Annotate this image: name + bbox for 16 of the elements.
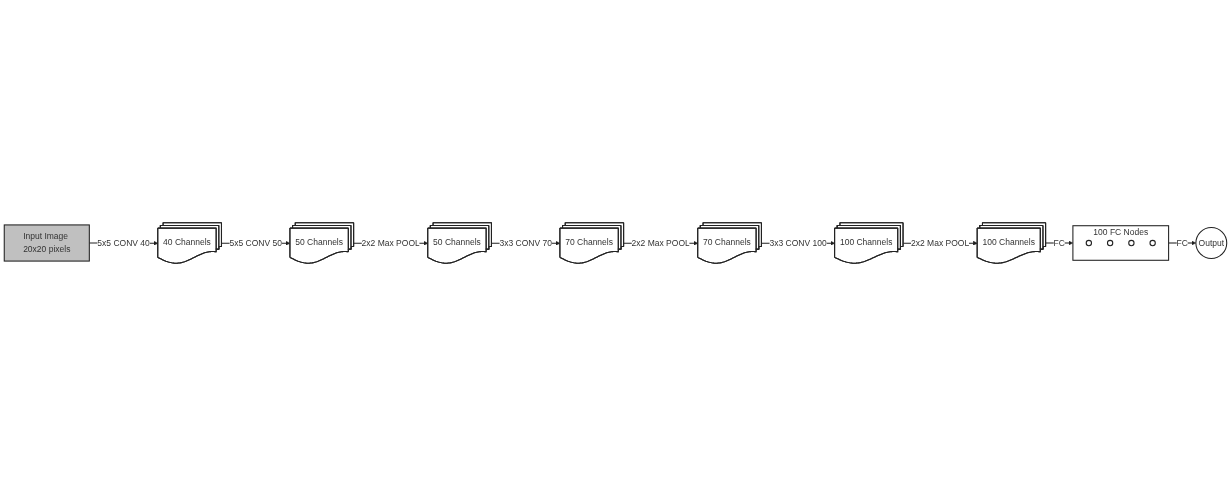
node-circle [1106,239,1114,247]
edge-label: 2x2 Max POOL [911,238,970,248]
edge-label: 3x3 CONV 100 [769,238,827,248]
node-circle [1149,239,1156,247]
node-circle [1085,239,1093,247]
node-circle: Output [1195,227,1228,259]
edge-label: 3x3 CONV 70 [499,238,552,248]
edge-label: 5x5 CONV 40 [97,238,150,248]
node-circle [1128,239,1135,247]
edge-label: 2x2 Max POOL [361,238,420,248]
edge-label: FC [1053,238,1065,248]
edge-label: 5x5 CONV 50 [229,238,282,248]
cluster: 100 FC Nodes [1072,225,1170,261]
node-box: Input Image 20x20 pixels [3,224,90,262]
edge-label: FC [1176,238,1188,248]
edge-label: 2x2 Max POOL [631,238,690,248]
